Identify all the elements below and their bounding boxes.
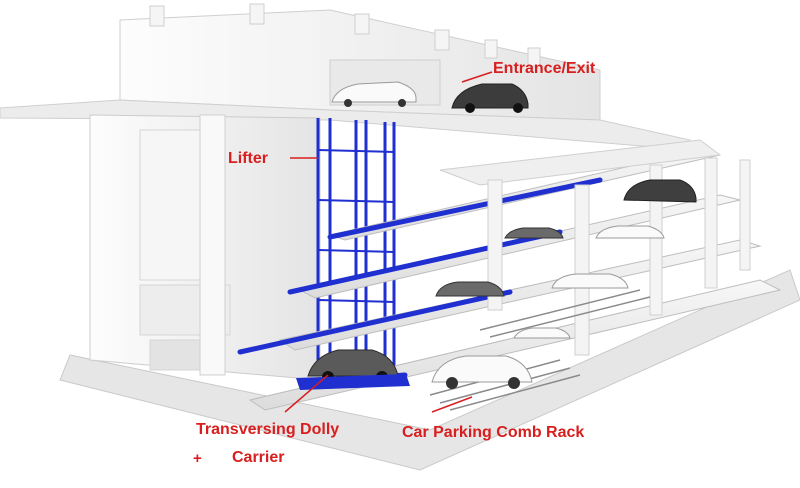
car-dark-roof bbox=[451, 83, 529, 113]
car-on-dolly-middle bbox=[435, 281, 505, 297]
car-white-level-2 bbox=[595, 225, 665, 239]
callout-leaders bbox=[284, 71, 493, 413]
car-white-level-3 bbox=[551, 273, 629, 289]
car-white-comb-upper bbox=[513, 327, 571, 339]
car-white-roof-1 bbox=[331, 81, 417, 107]
label-entrance-exit: Entrance/Exit bbox=[493, 60, 596, 77]
car-white-comb-lower bbox=[431, 355, 533, 389]
support-columns bbox=[487, 157, 751, 356]
label-lifter: Lifter bbox=[228, 150, 268, 167]
label-comb-rack: Car Parking Comb Rack bbox=[402, 424, 585, 441]
label-carrier: Carrier bbox=[232, 449, 285, 466]
left-facade bbox=[89, 114, 321, 381]
ground-slab bbox=[59, 269, 800, 471]
car-on-dolly-upper bbox=[504, 227, 564, 239]
label-plus: + bbox=[193, 450, 202, 467]
label-transversing-dolly: Transversing Dolly bbox=[196, 421, 340, 438]
car-dark-upper-right bbox=[623, 179, 697, 203]
comb-rack bbox=[429, 289, 651, 411]
